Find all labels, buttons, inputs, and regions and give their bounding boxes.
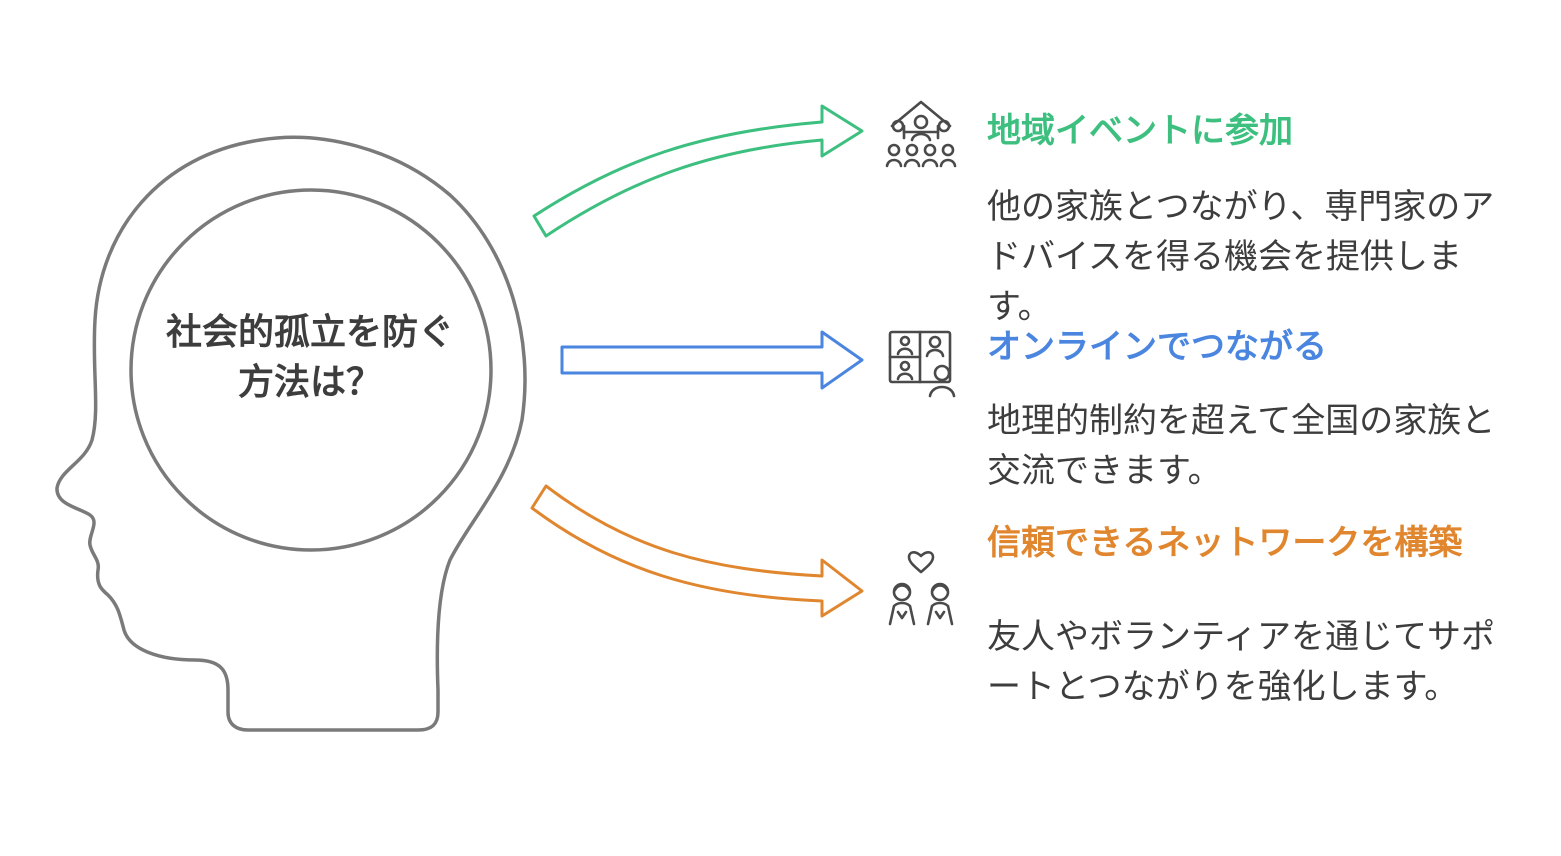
arrow-1	[532, 104, 864, 238]
branch-description-online: 地理的制約を超えて全国の家族と交流できます。	[987, 401, 1496, 491]
arrow-2	[560, 330, 864, 390]
branch-title-local-events: 地域イベントに参加	[987, 111, 1293, 151]
branch-description-local-events: 他の家族とつながり、専門家のアドバイスを得る機会を提供します。	[987, 187, 1495, 327]
video-call-icon	[888, 330, 956, 398]
branch-title-network: 信頼できるネットワークを構築	[987, 523, 1463, 563]
community-house-icon	[885, 100, 957, 168]
people-heart-icon	[888, 551, 954, 626]
head-silhouette	[55, 135, 527, 732]
arrow-3	[530, 484, 864, 618]
center-question: 社会的孤立を防ぐ方法は？	[165, 312, 454, 403]
center-circle	[129, 188, 493, 552]
branch-description-network: 友人やボランティアを通じてサポートとつながりを強化します。	[987, 617, 1495, 707]
branch-title-online: オンラインでつながる	[987, 327, 1327, 367]
